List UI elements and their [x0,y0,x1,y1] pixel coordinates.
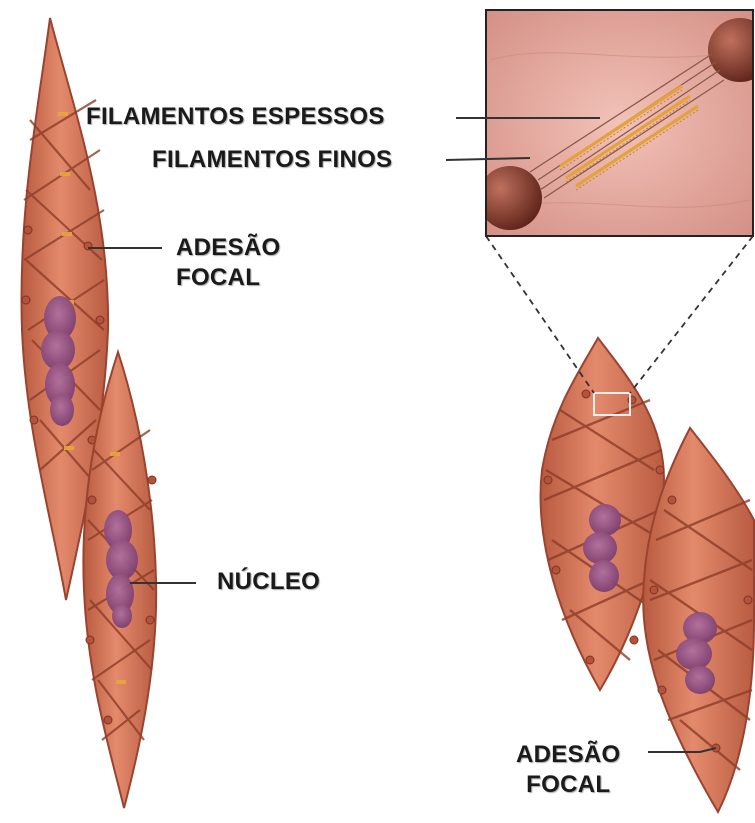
label-focal-adhesion-left-line2: FOCAL [176,263,280,293]
label-focal-adhesion-right-line2: FOCAL [516,770,620,800]
dense-body-lower [478,166,542,230]
label-focal-adhesion-left-line1: ADESÃO [176,233,280,263]
label-focal-adhesion-left: ADESÃO FOCAL [176,233,280,293]
label-focal-adhesion-right: ADESÃO FOCAL [516,740,620,800]
label-thin-filaments: FILAMENTOS FINOS [152,145,392,175]
label-focal-adhesion-right-line1: ADESÃO [516,740,620,770]
label-thick-filaments: FILAMENTOS ESPESSOS [86,102,385,132]
label-nucleus: NÚCLEO [217,567,320,597]
inset-magnified-view [478,10,755,236]
